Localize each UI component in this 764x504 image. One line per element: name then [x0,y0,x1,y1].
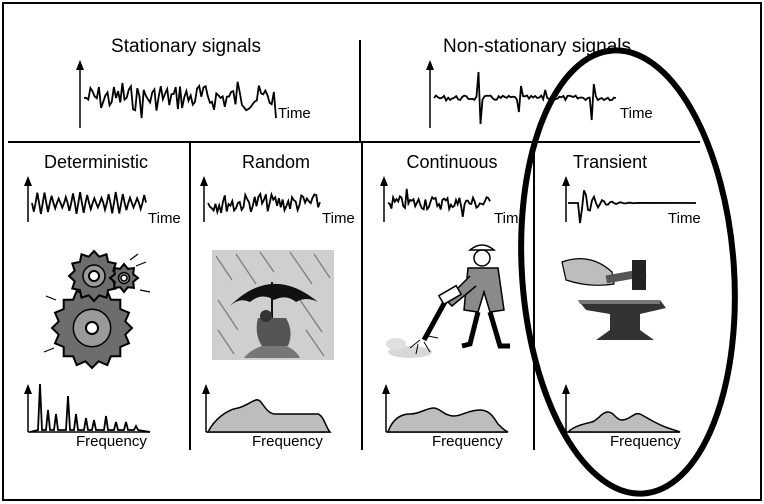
transient-frequency-label: Frequency [610,433,681,450]
gears-icon [43,249,151,370]
continuous-time-plot: Tim [380,176,518,227]
nonstationary-title: Non-stationary signals [443,36,631,57]
random-spectrum [206,399,332,433]
nonstationary-time-label: Time [620,105,653,122]
transient-frequency-plot: Frequency [562,384,681,450]
col-title-transient: Transient [573,152,647,172]
continuous-time-label: Tim [494,210,518,227]
jackhammer-worker-icon [386,244,510,358]
umbrella-rain-icon [212,250,334,360]
col-title-random: Random [242,152,310,172]
continuous-spectrum [386,407,509,433]
transient-time-label: Time [668,210,701,227]
random-frequency-label: Frequency [252,433,323,450]
stationary-time-label: Time [278,105,311,122]
deterministic-frequency-plot: Frequency [24,383,151,450]
transient-spectrum [566,411,681,433]
deterministic-spectrum [29,383,151,433]
transient-waveform [568,189,697,224]
continuous-frequency-plot: Frequency [382,384,509,450]
continuous-frequency-label: Frequency [432,433,503,450]
continuous-waveform [387,188,491,217]
hammer-anvil-icon [561,258,666,340]
random-waveform [207,191,321,216]
transient-time-plot: Time [562,176,701,227]
deterministic-time-plot: Time [24,176,181,227]
deterministic-waveform [31,191,147,215]
stationary-waveform [83,81,277,119]
random-frequency-plot: Frequency [202,384,332,450]
col-title-continuous: Continuous [406,152,497,172]
nonstationary-time-plot: Time [426,60,653,128]
deterministic-frequency-label: Frequency [76,433,147,450]
deterministic-time-label: Time [148,210,181,227]
stationary-time-plot: Time [76,60,311,128]
transient-highlight-ellipse [518,47,738,497]
col-title-deterministic: Deterministic [44,152,148,172]
random-time-label: Time [322,210,355,227]
stationary-title: Stationary signals [111,36,261,57]
random-time-plot: Time [200,176,355,227]
nonstationary-waveform [433,71,617,125]
